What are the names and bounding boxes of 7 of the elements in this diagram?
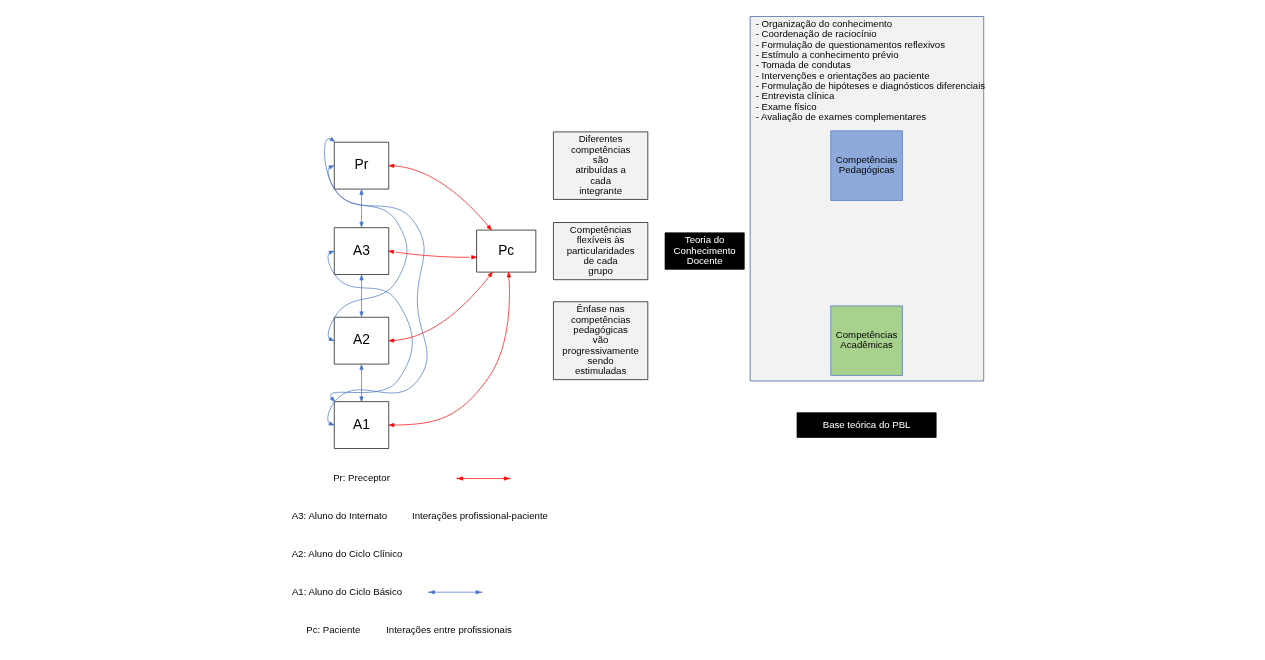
legend-label: Interações entre profissionais bbox=[385, 623, 512, 635]
label: Pr: Preceptor bbox=[332, 472, 390, 484]
label: A1: Aluno do Ciclo Básico bbox=[291, 585, 402, 597]
label: A3: Aluno do Internato bbox=[291, 509, 387, 521]
label: A2: Aluno do Ciclo Clínico bbox=[291, 547, 402, 559]
label: Pc: Paciente bbox=[305, 623, 360, 635]
legend-label: Interações profissional-paciente bbox=[411, 509, 548, 521]
